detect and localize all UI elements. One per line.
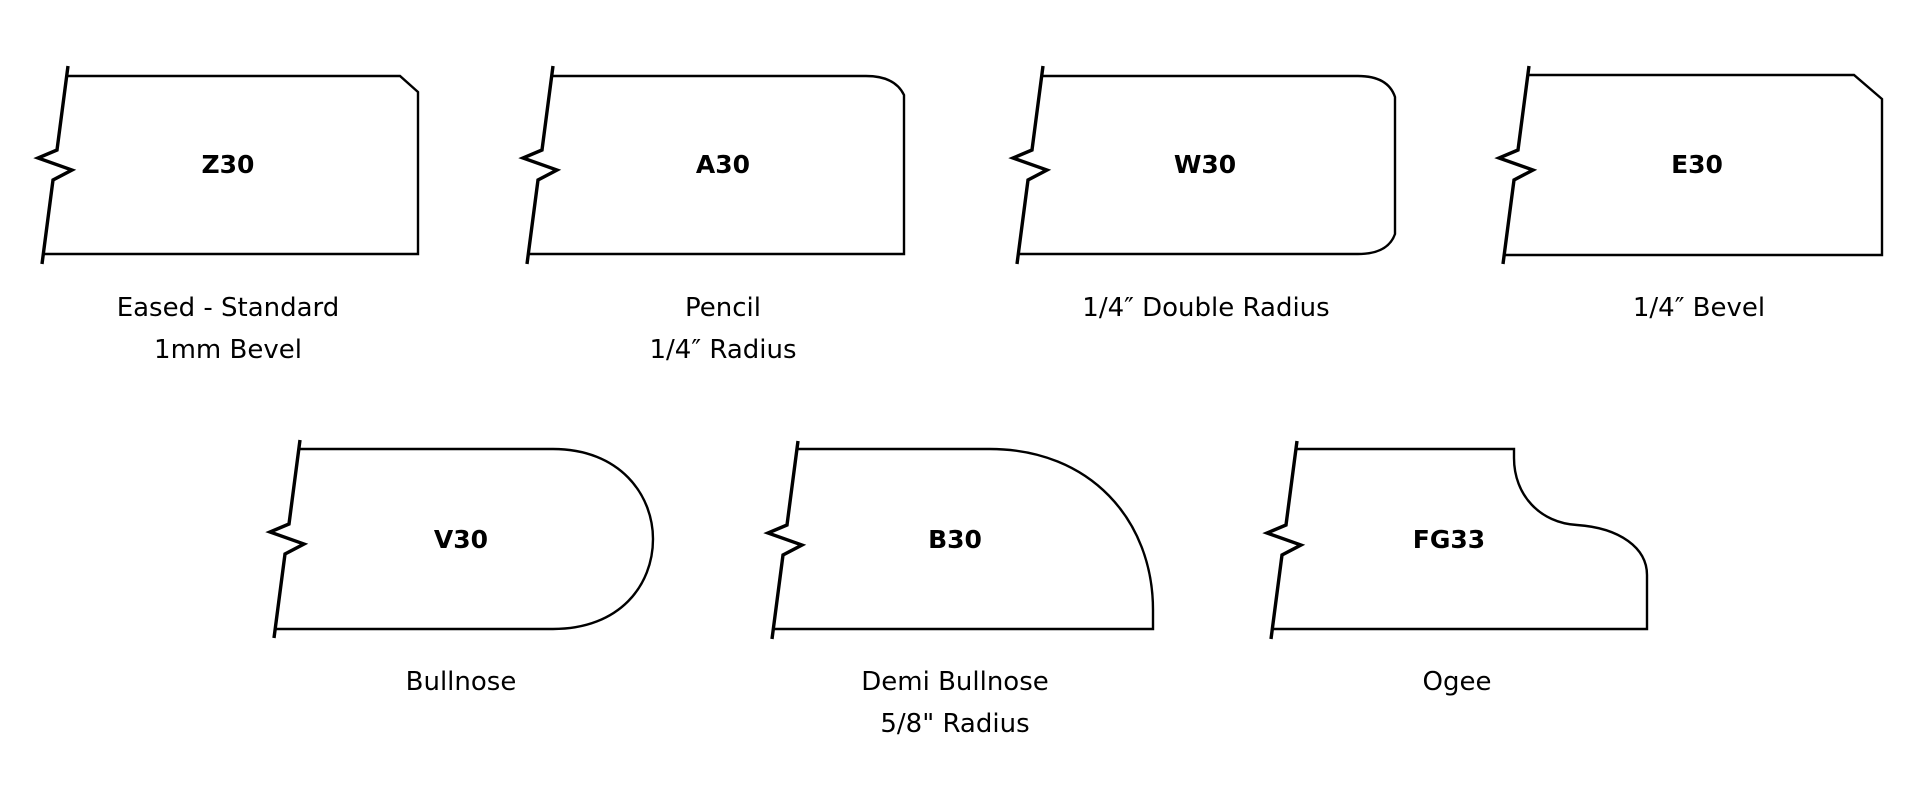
break-line-icon: [518, 65, 562, 265]
profile-e30: E30: [1494, 65, 1884, 265]
profile-w30: W30: [1008, 65, 1397, 265]
caption-fg33: Ogee: [1257, 661, 1657, 703]
profile-detail: 1mm Bevel: [154, 335, 302, 365]
profile-code: V30: [434, 525, 488, 554]
profile-outline-top-radius: [528, 74, 906, 256]
caption-a30: Pencil 1/4″ Radius: [523, 287, 923, 371]
profile-outline-bevel: [1504, 73, 1884, 257]
profile-z30: Z30: [33, 65, 420, 265]
profile-detail: 5/8" Radius: [880, 709, 1030, 739]
profile-name: Demi Bullnose: [861, 667, 1049, 697]
caption-w30: 1/4″ Double Radius: [1006, 287, 1406, 329]
profile-code: Z30: [202, 150, 255, 179]
caption-z30: Eased - Standard 1mm Bevel: [28, 287, 428, 371]
break-line-icon: [763, 440, 807, 640]
profile-name: Eased - Standard: [116, 293, 340, 323]
profile-name: Ogee: [1422, 667, 1492, 697]
break-line-icon: [33, 65, 77, 265]
profile-fg33: FG33: [1262, 440, 1649, 640]
profile-v30: V30: [265, 439, 655, 639]
profile-outline-demi-bullnose: [773, 447, 1155, 631]
caption-v30: Bullnose: [261, 661, 661, 703]
profile-name: 1/4″ Bevel: [1632, 293, 1766, 323]
profile-name: Bullnose: [405, 667, 517, 697]
profile-code: FG33: [1413, 525, 1485, 554]
profile-b30: B30: [763, 440, 1155, 640]
caption-b30: Demi Bullnose 5/8" Radius: [755, 661, 1155, 745]
profile-code: B30: [928, 525, 982, 554]
break-line-icon: [1008, 65, 1052, 265]
caption-e30: 1/4″ Bevel: [1499, 287, 1899, 329]
break-line-icon: [265, 439, 309, 639]
profile-code: E30: [1671, 150, 1723, 179]
profile-a30: A30: [518, 65, 906, 265]
profile-outline-double-radius: [1018, 74, 1397, 256]
break-line-icon: [1262, 440, 1306, 640]
profile-outline-ogee: [1272, 447, 1649, 631]
profile-name: Pencil: [685, 293, 761, 323]
profile-code: W30: [1174, 150, 1236, 179]
profile-outline-small-bevel: [43, 74, 420, 256]
profile-code: A30: [696, 150, 750, 179]
profile-name: 1/4″ Double Radius: [1082, 293, 1330, 323]
profile-detail: 1/4″ Radius: [649, 335, 797, 365]
profile-outline-full-bullnose: [275, 447, 655, 631]
break-line-icon: [1494, 65, 1538, 265]
